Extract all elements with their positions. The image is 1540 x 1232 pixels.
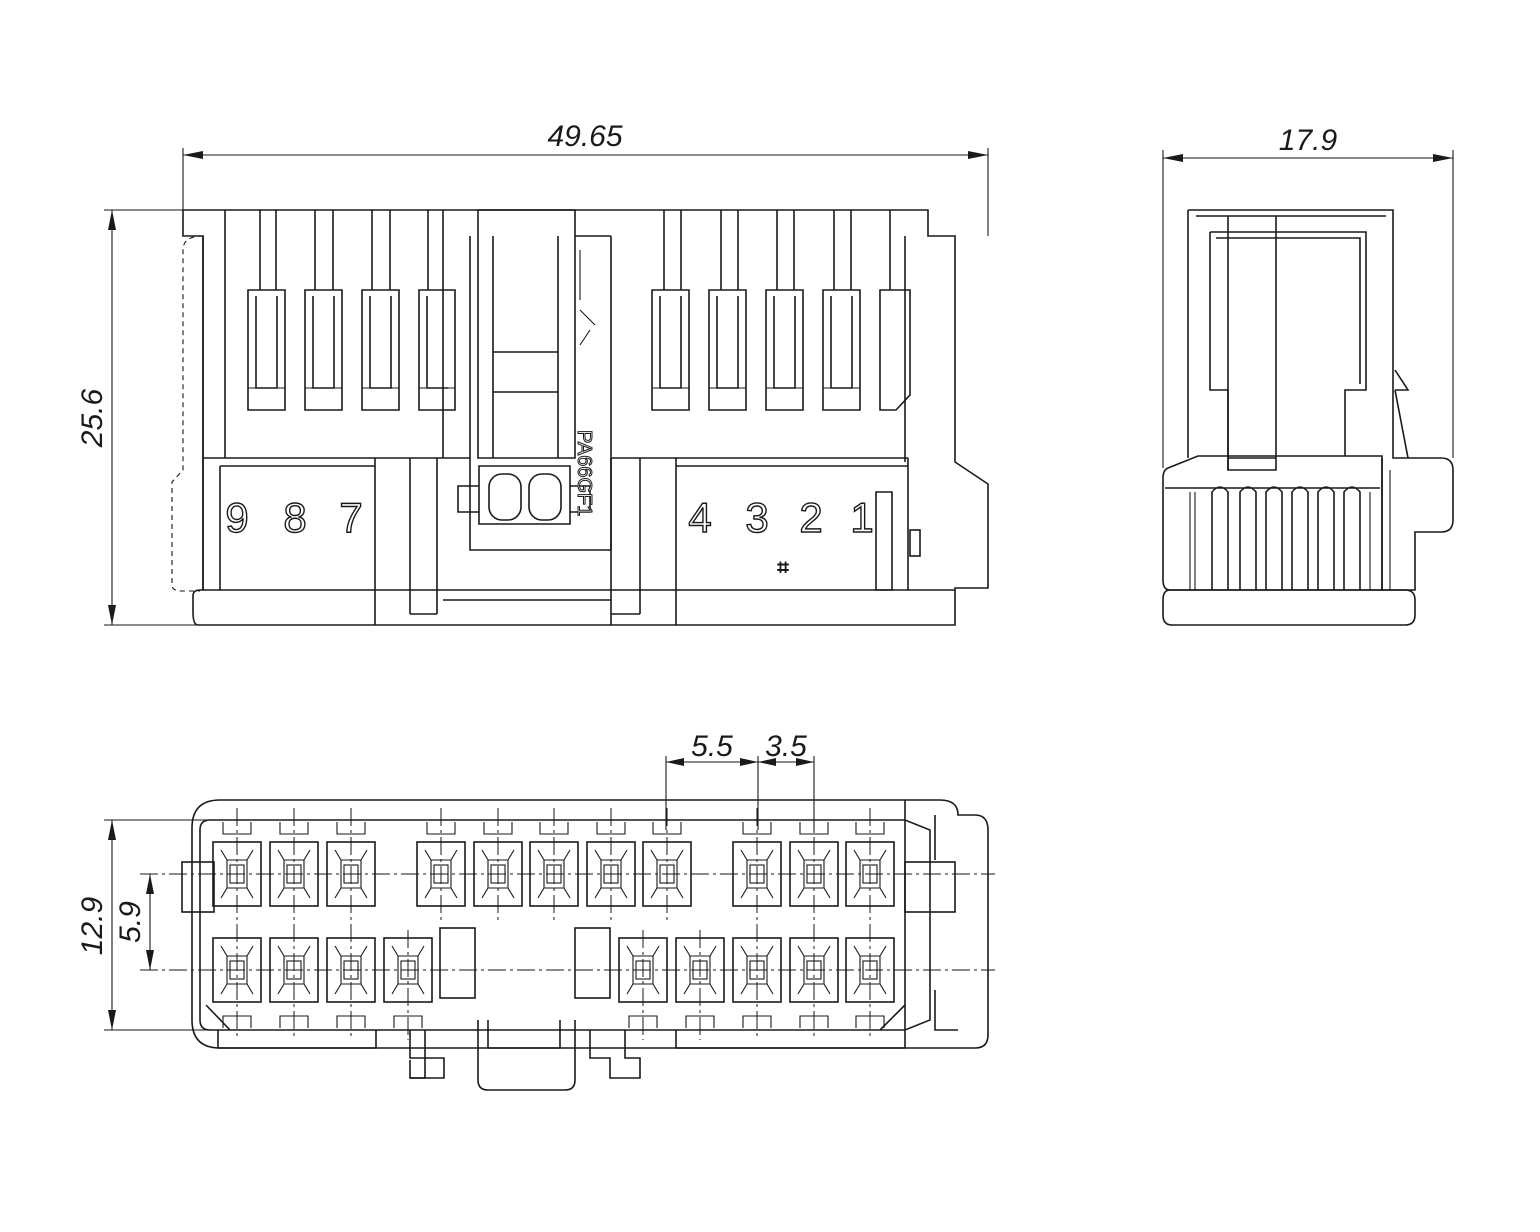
pin-number: 4 — [688, 494, 711, 541]
terminal-cavity — [675, 937, 725, 1003]
dimension-label: 5.9 — [114, 901, 147, 943]
terminal-cavity — [586, 841, 636, 907]
front-slots-right — [651, 210, 911, 462]
retention-notch — [652, 822, 682, 835]
terminal-cavity — [789, 841, 839, 907]
retention-notch — [628, 1015, 658, 1028]
dimension-label: 49.65 — [547, 120, 622, 153]
dimension-label: 3.5 — [765, 730, 807, 763]
dimension-overall-width: 49.65 — [182, 120, 989, 236]
dimension-label: 17.9 — [1279, 124, 1338, 157]
pin-numbers-right: 4 3 2 1 — [688, 493, 875, 541]
dimension-label: 12.9 — [76, 896, 109, 955]
terminal-cavity — [212, 841, 262, 907]
terminal-cavity — [845, 937, 895, 1003]
retention-notch — [336, 822, 366, 835]
retention-notch — [855, 822, 885, 835]
retention-notch — [336, 1015, 366, 1028]
front-lower-band — [203, 458, 955, 625]
pin-number: 9 — [225, 494, 248, 541]
retention-notch — [222, 1015, 252, 1028]
retention-notch — [799, 1015, 829, 1028]
front-view: 49.65 25.6 — [76, 120, 989, 626]
dimension-label: 5.5 — [691, 730, 733, 763]
dimension-face-height: 12.9 — [76, 819, 210, 1031]
terminal-cavity — [269, 937, 319, 1003]
retention-notch — [426, 822, 456, 835]
terminal-cavity — [212, 937, 262, 1003]
retention-notch — [596, 822, 626, 835]
terminal-cavity — [732, 841, 782, 907]
pin-numbers-left: 9 8 7 — [225, 493, 364, 541]
terminal-cavity — [618, 937, 668, 1003]
dimension-row-pitch: 5.9 — [114, 874, 154, 970]
part-marking: PA66GF1 — [573, 430, 595, 516]
dimension-gap: 5.5 — [665, 730, 759, 830]
retention-notch — [483, 822, 513, 835]
retention-notch — [855, 1015, 885, 1028]
molded-symbol: ⌗ — [777, 557, 788, 579]
pin-number: 8 — [283, 494, 306, 541]
pin-number: 3 — [745, 494, 768, 541]
face-view: 5.5 3.5 12.9 5.9 — [76, 730, 995, 1091]
terminal-cavity — [789, 937, 839, 1003]
retention-notch — [685, 1015, 715, 1028]
pin-number: 1 — [850, 494, 873, 541]
terminal-cavity — [642, 841, 692, 907]
retention-notch — [539, 822, 569, 835]
dimension-pitch: 3.5 — [758, 730, 815, 830]
dimension-label: 25.6 — [76, 388, 109, 448]
retention-notch — [742, 822, 772, 835]
front-slots-left — [247, 210, 456, 458]
terminal-cavities — [212, 822, 895, 1028]
retention-notch — [799, 822, 829, 835]
terminal-cavity — [473, 841, 523, 907]
terminal-cavity — [529, 841, 579, 907]
retention-notch — [393, 1015, 423, 1028]
side-view: 17.9 — [1162, 124, 1454, 626]
retention-notch — [279, 822, 309, 835]
pin-number: 7 — [339, 494, 362, 541]
pin-number: 2 — [799, 494, 822, 541]
retention-notch — [279, 1015, 309, 1028]
retention-notch — [222, 822, 252, 835]
side-ribs — [1189, 486, 1371, 590]
dimension-side-width: 17.9 — [1162, 124, 1454, 468]
center-latch: PA66GF1 — [457, 209, 612, 551]
terminal-cavity — [326, 937, 376, 1003]
terminal-cavity — [269, 841, 319, 907]
retention-notch — [742, 1015, 772, 1028]
terminal-cavity — [383, 937, 433, 1003]
dimension-overall-height: 25.6 — [76, 209, 200, 626]
terminal-cavity — [845, 841, 895, 907]
terminal-cavity — [732, 937, 782, 1003]
terminal-cavity — [326, 841, 376, 907]
terminal-cavity — [416, 841, 466, 907]
